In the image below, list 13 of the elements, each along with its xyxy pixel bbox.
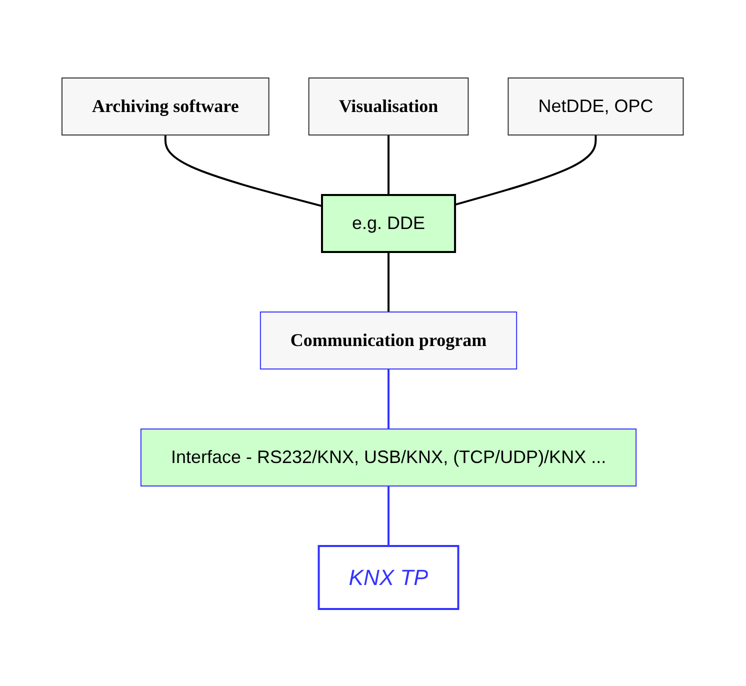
node-box: Visualisation [308, 77, 470, 135]
connector [164, 134, 323, 207]
node-box: e.g. DDE [321, 194, 456, 252]
connector [388, 486, 390, 546]
connector [455, 134, 598, 206]
node-box: Interface - RS232/KNX, USB/KNX, (TCP/UDP)/KNX ... [140, 428, 637, 486]
node-box: NetDDE, OPC [508, 77, 684, 135]
connector [388, 368, 390, 428]
connector [388, 252, 390, 312]
connector [388, 134, 390, 194]
node-box: Communication program [260, 311, 518, 369]
node-box: Archiving software [62, 77, 270, 135]
node-box: KNX TP [318, 544, 460, 610]
